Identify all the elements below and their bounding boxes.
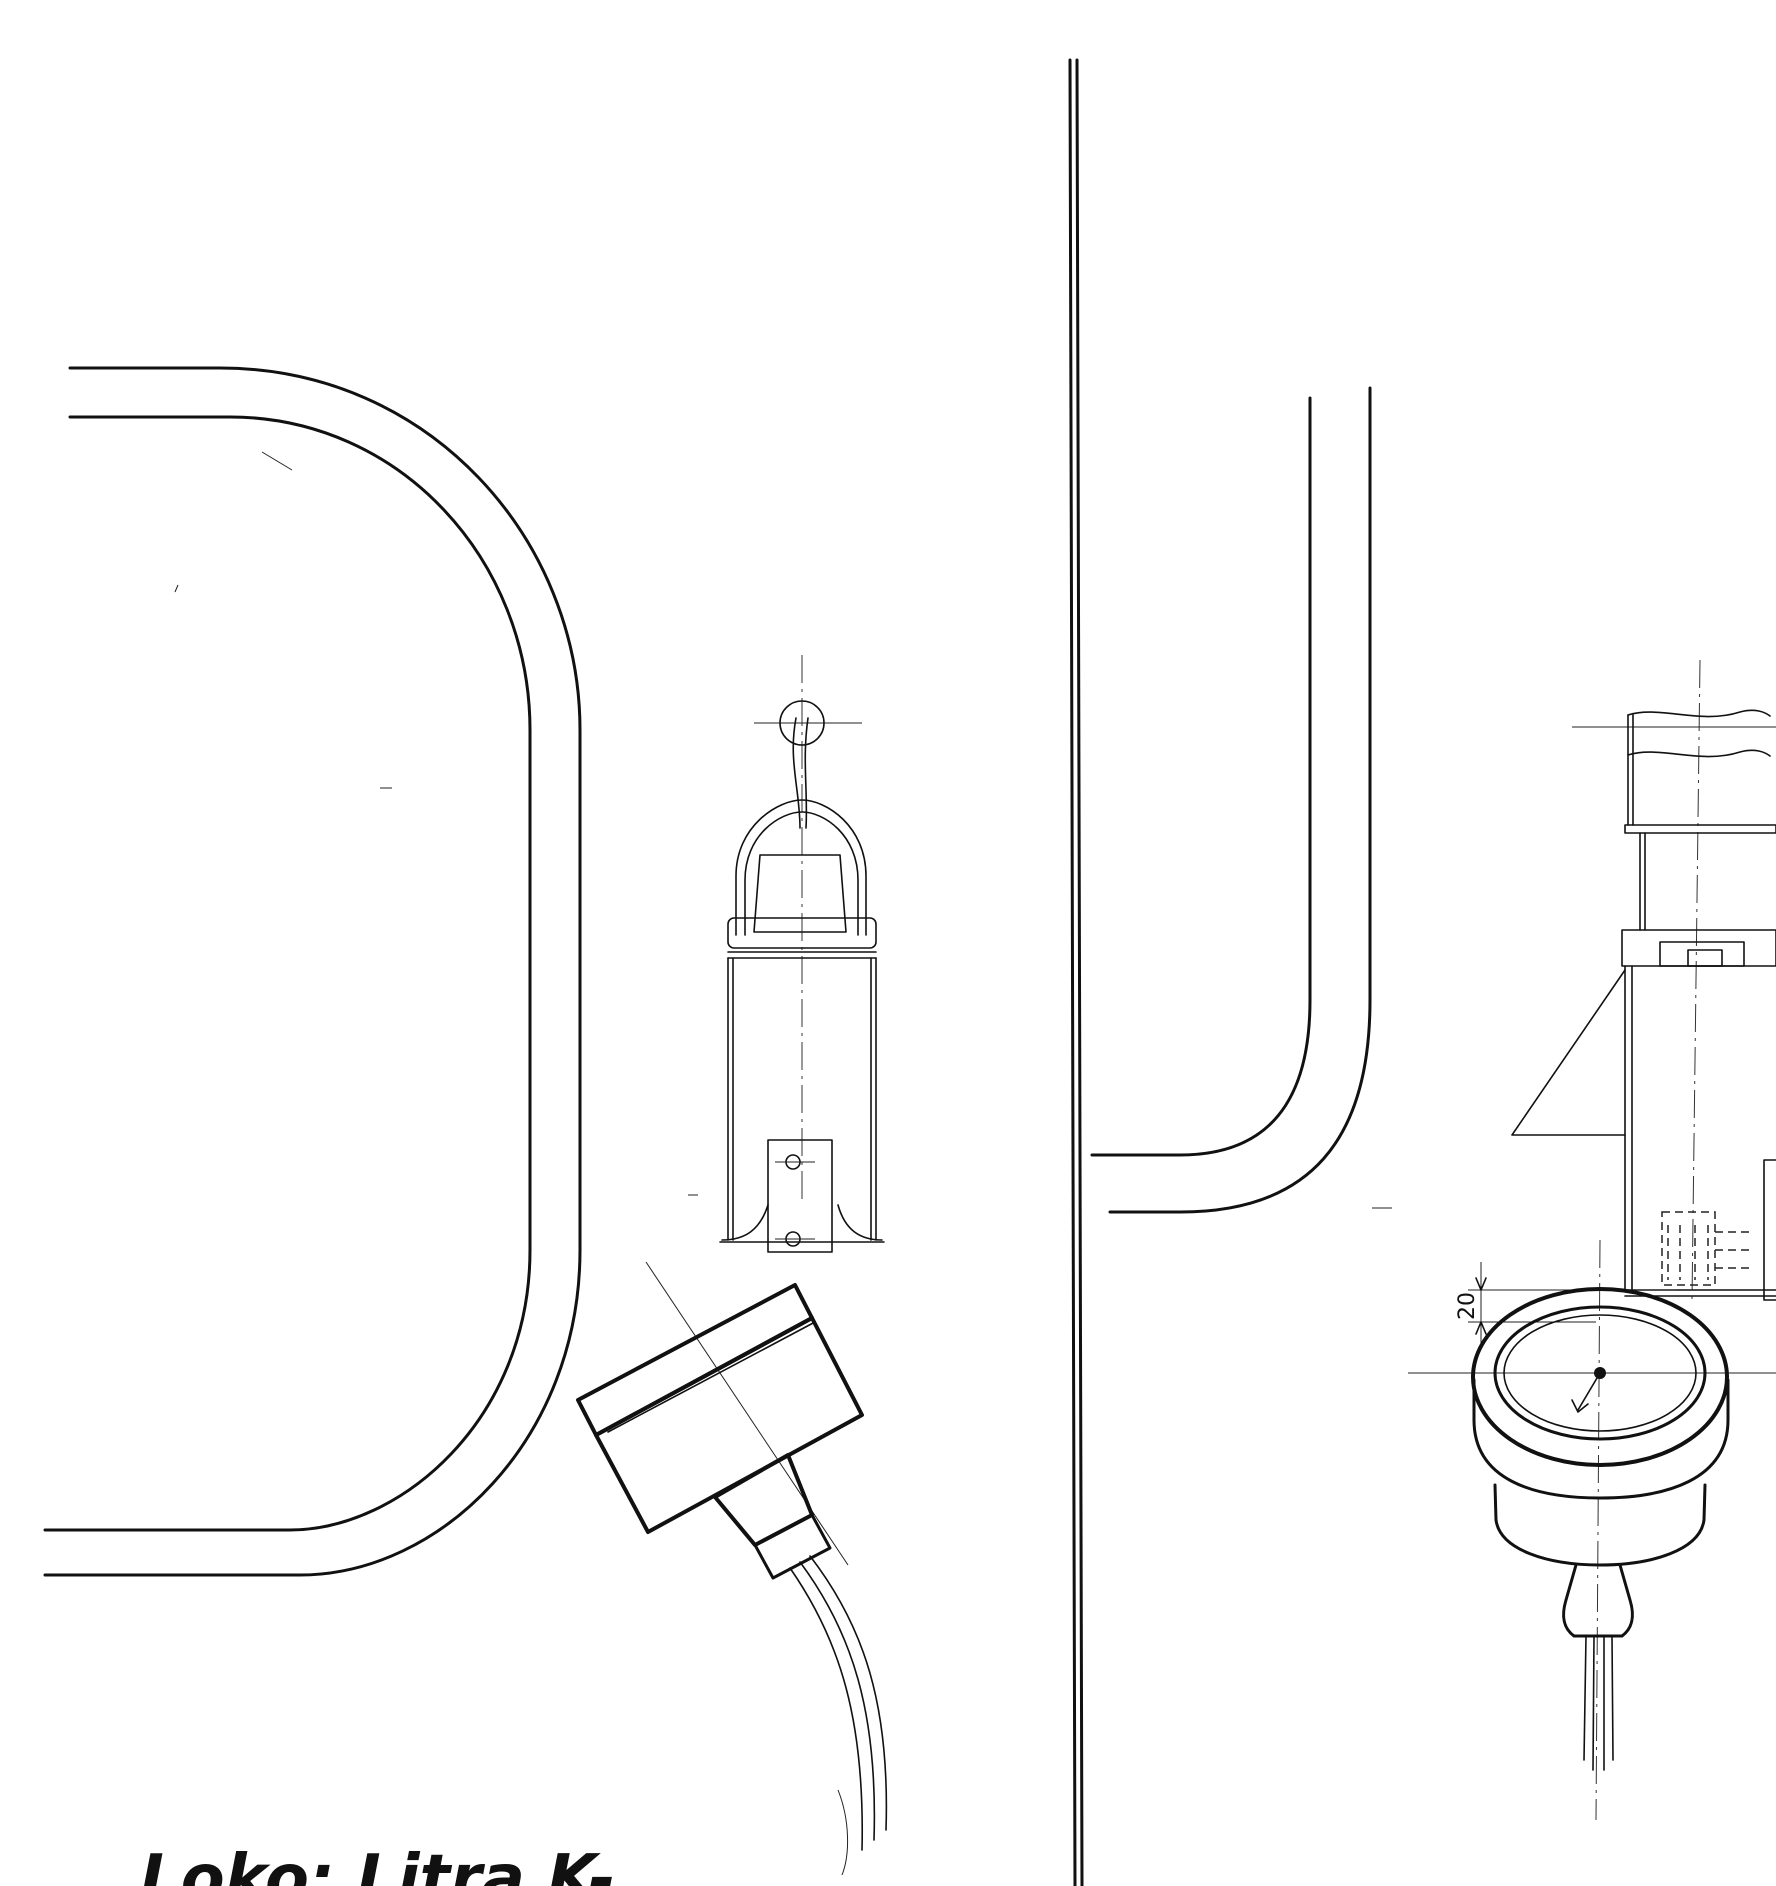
angled-gauge — [576, 1261, 888, 1876]
hook-ring — [779, 700, 825, 746]
left-panel: Loko: Litra K- — [43, 366, 888, 1886]
right-panel: 20 — [1090, 386, 1776, 1821]
hanging-lamp — [719, 655, 885, 1253]
upright-lamp — [1511, 659, 1776, 1301]
dimension-label: 20 — [1455, 1292, 1480, 1320]
handwritten-caption: Loko: Litra K- — [140, 1842, 615, 1886]
round-gauge — [1408, 1239, 1776, 1821]
tube-frame-left — [43, 366, 582, 1577]
tube-frame-right — [1090, 386, 1372, 1214]
stray-marks — [174, 451, 1392, 1209]
hidden-fitting — [1661, 1211, 1750, 1286]
central-divider — [1068, 58, 1084, 1886]
